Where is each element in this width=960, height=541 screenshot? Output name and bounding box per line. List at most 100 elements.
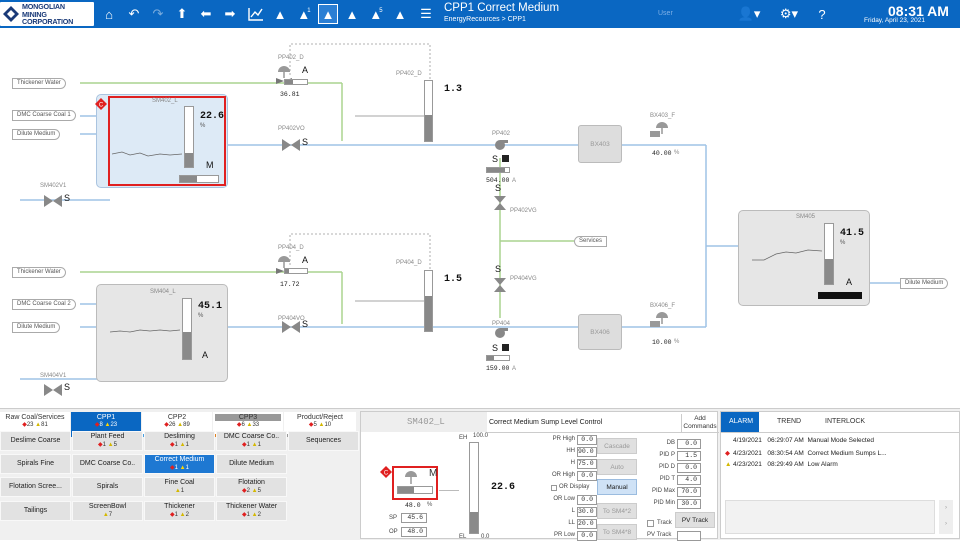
tag-thickener-water-1[interactable]: Thickener Water	[12, 78, 66, 89]
user-field[interactable]: User	[658, 10, 673, 17]
sm402-tank[interactable]	[96, 94, 228, 188]
sm404-value: 45.1	[198, 301, 223, 312]
hh-field[interactable]: 90.0	[577, 447, 597, 457]
to-sm4-2-button[interactable]: To SM4*2	[597, 503, 637, 519]
sm404v1-valve-icon[interactable]	[44, 384, 62, 396]
pv-track-button[interactable]: PV Track	[675, 512, 715, 528]
tab-interlock[interactable]: INTERLOCK	[825, 418, 866, 425]
alarm-row-1[interactable]: 4/19/2021 06:29:07 AM Manual Mode Select…	[733, 437, 874, 444]
nav-thickener-water[interactable]: Thickener Water◆1 ▲2	[216, 501, 287, 521]
faceplate-valve-icon[interactable]	[401, 468, 421, 486]
logo-icon	[3, 6, 19, 22]
sm404-tank[interactable]	[96, 284, 228, 382]
nav-plant-feed[interactable]: Plant Feed◆1 ▲5	[72, 431, 143, 451]
pid-d-field[interactable]: 0.0	[677, 463, 701, 473]
nav-sequences[interactable]: Sequences	[288, 431, 359, 451]
undo-icon[interactable]: ↶	[128, 6, 140, 21]
pid-t-field[interactable]: 4.0	[677, 475, 701, 485]
or-low-field[interactable]: 0.0	[577, 495, 597, 505]
tab-trend[interactable]: TREND	[777, 418, 802, 425]
pp404vg-valve-icon[interactable]	[494, 278, 506, 292]
tag-dilute-medium-1[interactable]: Dilute Medium	[12, 129, 61, 140]
nav-spirals-fine[interactable]: Spirals Fine	[0, 454, 71, 474]
alarm-scroll[interactable]: ››	[939, 500, 953, 534]
tag-dmc-coarse-coal-1[interactable]: DMC Coarse Coal 1	[12, 110, 76, 121]
or-high-field[interactable]: 0.0	[577, 471, 597, 481]
user-menu-icon[interactable]: 👤▾	[737, 6, 761, 21]
pp402vo-valve-icon[interactable]	[282, 139, 300, 151]
tag-dmc-coarse-coal-2[interactable]: DMC Coarse Coal 2	[12, 299, 76, 310]
pv-track-label: PV Track	[647, 532, 672, 538]
clock-date: Friday, April 23, 2021	[864, 17, 925, 24]
nav-desliming[interactable]: Desliming◆1 ▲1	[144, 431, 215, 451]
pp404-pump-icon[interactable]	[492, 326, 508, 340]
bx406-box[interactable]: BX406	[578, 314, 622, 350]
or-display-checkbox[interactable]	[551, 485, 557, 491]
help-icon[interactable]: ?	[818, 6, 826, 22]
db-field[interactable]: 0.0	[677, 439, 701, 449]
pp402-label: PP402	[492, 131, 511, 137]
breadcrumb[interactable]: EnergyRecources > CPP1	[444, 16, 526, 23]
ll-field[interactable]: 20.0	[577, 519, 597, 529]
pid-max-field[interactable]: 70.0	[677, 487, 701, 497]
h-field[interactable]: 75.0	[577, 459, 597, 469]
sm402v1-valve-icon[interactable]	[44, 195, 62, 207]
trend-icon[interactable]	[246, 4, 266, 24]
nav-dmc-coarse-2[interactable]: DMC Coarse Co..	[72, 454, 143, 474]
redo-icon[interactable]: ↷	[152, 6, 164, 21]
nav-flotation-screen[interactable]: Flotation Scree...	[0, 477, 71, 497]
nav-correct-medium[interactable]: Correct Medium◆1 ▲1	[144, 454, 215, 474]
nav-spirals[interactable]: Spirals	[72, 477, 143, 497]
mode-manual-button[interactable]: Manual	[597, 479, 637, 495]
up-arrow-icon[interactable]: ⬆	[176, 6, 188, 21]
tag-dilute-medium-out[interactable]: Dilute Medium	[900, 278, 949, 289]
mode-cascade-button[interactable]: Cascade	[597, 438, 637, 454]
or-low-label: OR Low	[553, 496, 575, 502]
alarm-5-icon[interactable]: ▲5	[369, 6, 383, 22]
nav-dmc-coarse-1[interactable]: DMC Coarse Co..◆1 ▲1	[216, 431, 287, 451]
tag-thickener-water-2[interactable]: Thickener Water	[12, 267, 66, 278]
bx403-box[interactable]: BX403	[578, 125, 622, 163]
sm405-tank[interactable]	[738, 210, 870, 306]
pp402-pump-icon[interactable]	[492, 138, 508, 152]
alarm-row-2[interactable]: ◆4/23/2021 08:30:54 AM Correct Medium Su…	[725, 450, 887, 457]
alarm-ack-icon[interactable]: ▲	[393, 6, 407, 22]
nav-screenbowl[interactable]: ScreenBowl▲7	[72, 501, 143, 521]
forward-arrow-icon[interactable]: ➡	[224, 6, 236, 21]
home-icon[interactable]: ⌂	[105, 6, 113, 22]
sm404-level-bar	[182, 298, 192, 360]
pid-p-field[interactable]: 1.5	[677, 451, 701, 461]
settings-list-icon[interactable]: ☰	[420, 6, 432, 21]
alarm-suppress-icon[interactable]: ▲	[318, 4, 338, 24]
alarm-triangle-icon[interactable]: ▲	[273, 6, 287, 22]
mode-auto-button[interactable]: Auto	[597, 459, 637, 475]
to-sm4-8-button[interactable]: To SM4*8	[597, 524, 637, 540]
l-field[interactable]: 30.0	[577, 507, 597, 517]
pp402vg-valve-icon[interactable]	[494, 196, 506, 210]
tag-services[interactable]: Services	[574, 236, 608, 247]
nav-dilute-medium[interactable]: Dilute Medium	[216, 454, 287, 474]
bx406f-valve-icon[interactable]	[650, 310, 672, 330]
pid-min-field[interactable]: 30.0	[677, 499, 701, 509]
back-arrow-icon[interactable]: ⬅	[200, 6, 212, 21]
tab-alarm[interactable]: ALARM	[729, 418, 754, 425]
nav-flotation[interactable]: Flotation◆2 ▲5	[216, 477, 287, 497]
alarm-count-icon[interactable]: ▲1	[297, 6, 311, 22]
alarm-shelve-icon[interactable]: ▲	[345, 6, 359, 22]
nav-thickener[interactable]: Thickener◆1 ▲2	[144, 501, 215, 521]
pp404vo-valve-icon[interactable]	[282, 321, 300, 333]
nav-deslime-coarse[interactable]: Deslime Coarse	[0, 431, 71, 451]
op-field[interactable]: 48.0	[401, 527, 427, 537]
nav-fine-coal[interactable]: Fine Coal▲1	[144, 477, 215, 497]
nav-tailings[interactable]: Tailings	[0, 501, 71, 521]
track-checkbox[interactable]	[647, 520, 654, 527]
bx403f-valve-icon[interactable]	[650, 120, 672, 140]
tag-dilute-medium-2[interactable]: Dilute Medium	[12, 322, 61, 333]
pp402d-output-bar	[284, 79, 308, 85]
sp-field[interactable]: 45.6	[401, 513, 427, 523]
add-commands-button[interactable]: Add Commands	[681, 414, 718, 432]
gear-icon[interactable]: ⚙▾	[779, 6, 799, 21]
alarm-row-3[interactable]: ▲4/23/2021 08:29:49 AM Low Alarm	[725, 461, 838, 468]
faceplate-tag-box	[361, 412, 487, 432]
pr-high-field[interactable]: 0.0	[577, 435, 597, 445]
